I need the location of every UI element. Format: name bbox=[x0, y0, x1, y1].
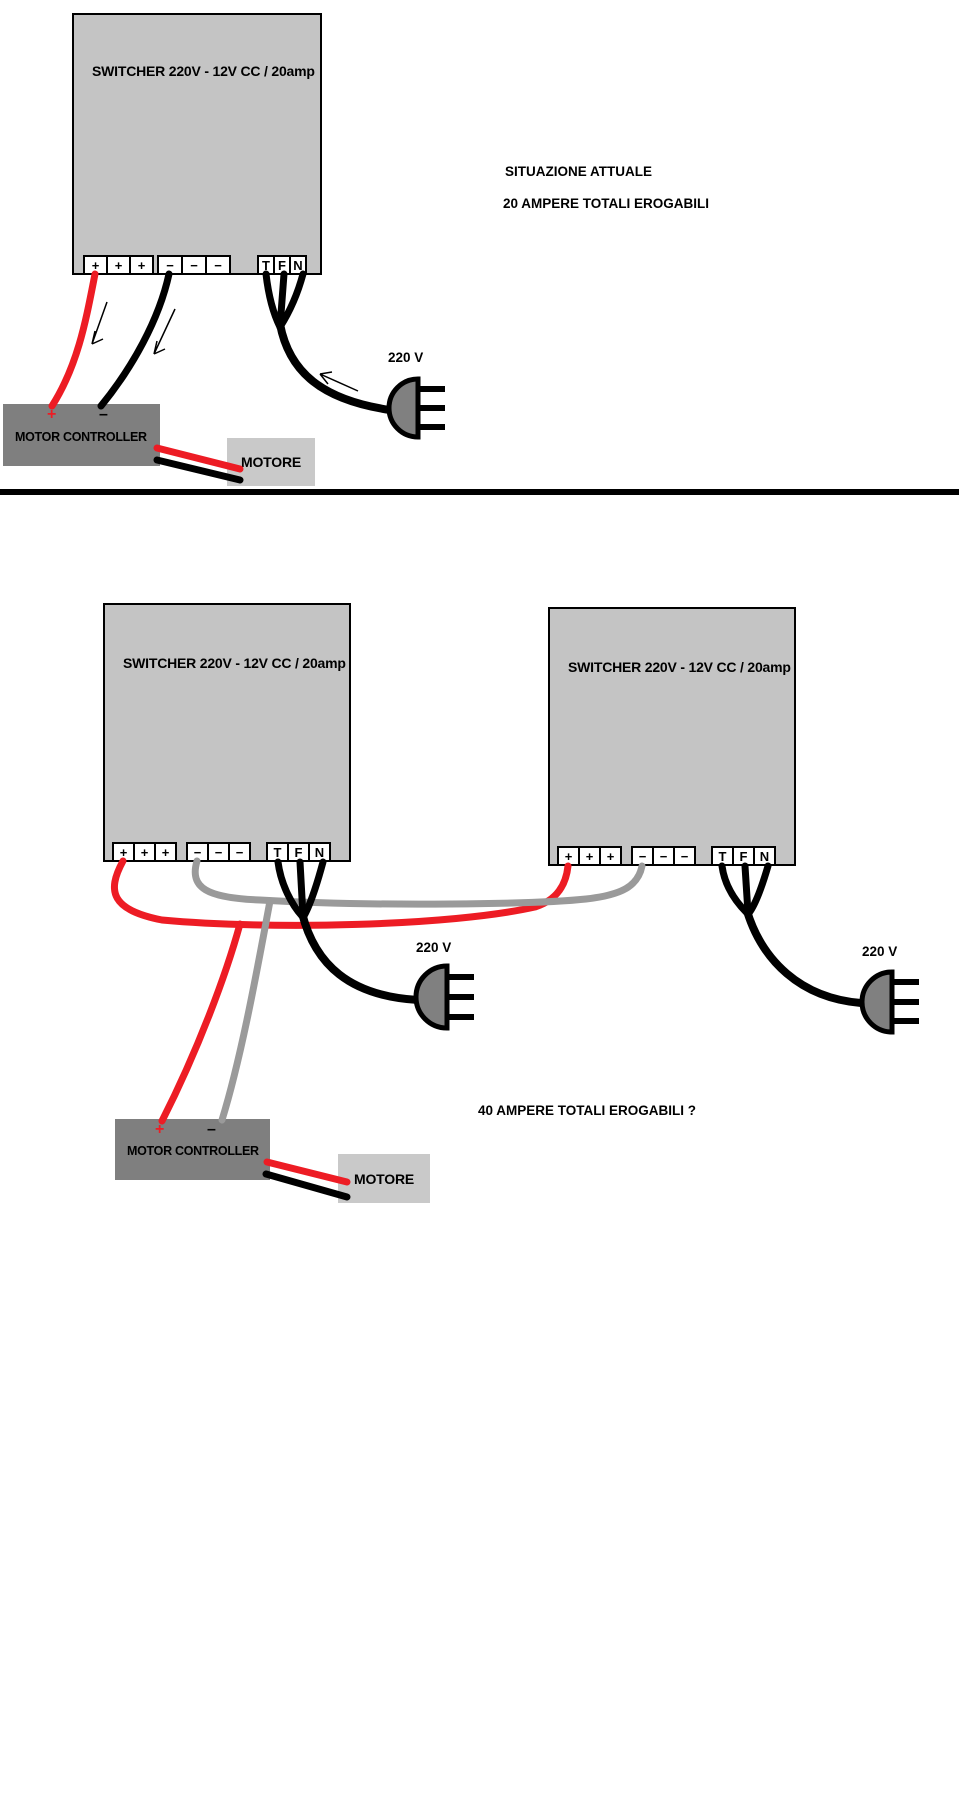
terminal-minus: − bbox=[652, 846, 675, 866]
positive-wire bbox=[48, 270, 99, 410]
mains-cable bbox=[276, 320, 394, 414]
power-plug-icon bbox=[859, 969, 919, 1035]
controller-plus-label: + bbox=[155, 1121, 165, 1138]
motor-positive-wire bbox=[263, 1158, 351, 1186]
mains-wire-F bbox=[276, 270, 288, 331]
terminal-T: T bbox=[266, 842, 289, 862]
arrow-up-left-icon bbox=[319, 371, 359, 392]
switcher-box-top: SWITCHER 220V - 12V CC / 20amp bbox=[72, 13, 322, 275]
controller-minus-label: – bbox=[99, 406, 108, 423]
negative-branch-wire bbox=[218, 897, 274, 1124]
terminal-plus: + bbox=[557, 846, 580, 866]
terminal-F: F bbox=[732, 846, 755, 866]
controller-minus-label: – bbox=[207, 1121, 216, 1138]
power-plug-icon bbox=[413, 963, 474, 1031]
motor-box-bottom: MOTORE bbox=[338, 1154, 430, 1203]
power-plug-icon bbox=[386, 376, 445, 440]
terminal-N: N bbox=[289, 255, 307, 275]
terminal-plus: + bbox=[599, 846, 622, 866]
terminal-plus: + bbox=[578, 846, 601, 866]
terminal-minus: − bbox=[228, 842, 251, 862]
switcher-title: SWITCHER 220V - 12V CC / 20amp bbox=[568, 659, 791, 675]
note-situazione-attuale: SITUAZIONE ATTUALE bbox=[505, 164, 652, 179]
positive-branch-wire bbox=[158, 920, 244, 1125]
terminal-minus: − bbox=[631, 846, 654, 866]
terminal-minus: − bbox=[186, 842, 209, 862]
section-divider bbox=[0, 489, 959, 495]
terminal-N: N bbox=[753, 846, 776, 866]
mains-terminals: T F N bbox=[266, 842, 331, 862]
terminal-minus: − bbox=[673, 846, 696, 866]
motor-negative-wire bbox=[262, 1170, 351, 1201]
motor-box-top: MOTORE bbox=[227, 438, 315, 486]
terminal-minus: − bbox=[181, 255, 207, 275]
terminal-plus: + bbox=[133, 842, 156, 862]
arrow-down-left-icon bbox=[153, 308, 176, 355]
mains-voltage-label: 220 V bbox=[416, 940, 452, 955]
mains-terminals: T F N bbox=[257, 255, 307, 275]
terminal-F: F bbox=[287, 842, 310, 862]
positive-bus-wire bbox=[111, 857, 572, 929]
terminal-plus: + bbox=[112, 842, 135, 862]
negative-wire bbox=[97, 270, 173, 410]
switcher-title: SWITCHER 220V - 12V CC / 20amp bbox=[92, 63, 315, 79]
mains-wire-F bbox=[296, 858, 307, 920]
motor-controller-label: MOTOR CONTROLLER bbox=[15, 430, 147, 444]
arrow-down-left-icon bbox=[91, 301, 108, 345]
note-20-ampere: 20 AMPERE TOTALI EROGABILI bbox=[503, 196, 710, 211]
mains-wire-N bbox=[276, 270, 307, 331]
mains-wire-T bbox=[718, 862, 751, 917]
motor-controller-box-bottom: + – MOTOR CONTROLLER bbox=[115, 1119, 270, 1180]
terminal-T: T bbox=[711, 846, 734, 866]
motor-controller-label: MOTOR CONTROLLER bbox=[127, 1144, 259, 1158]
mains-terminals: T F N bbox=[711, 846, 776, 866]
negative-terminals: − − − bbox=[631, 846, 696, 866]
mains-wire-T bbox=[262, 270, 284, 331]
controller-plus-label: + bbox=[47, 406, 57, 423]
mains-wire-N bbox=[745, 862, 772, 917]
terminal-N: N bbox=[308, 842, 331, 862]
negative-bus-wire bbox=[191, 857, 646, 908]
mains-cable bbox=[298, 909, 422, 1004]
motor-controller-box-top: + – MOTOR CONTROLLER bbox=[3, 404, 160, 466]
terminal-plus: + bbox=[83, 255, 108, 275]
mains-wire-T bbox=[274, 858, 306, 920]
terminal-minus: − bbox=[207, 842, 230, 862]
mains-voltage-label: 220 V bbox=[388, 350, 424, 365]
mains-cable bbox=[743, 907, 865, 1007]
terminal-minus: − bbox=[205, 255, 231, 275]
note-40-ampere: 40 AMPERE TOTALI EROGABILI ? bbox=[478, 1103, 697, 1118]
terminal-plus: + bbox=[106, 255, 131, 275]
mains-wire-N bbox=[300, 858, 327, 920]
switcher-title: SWITCHER 220V - 12V CC / 20amp bbox=[123, 655, 346, 671]
positive-terminals: + + + bbox=[557, 846, 622, 866]
terminal-minus: − bbox=[157, 255, 183, 275]
switcher-box-bottom-right: SWITCHER 220V - 12V CC / 20amp bbox=[548, 607, 796, 866]
negative-terminals: − − − bbox=[157, 255, 231, 275]
terminal-plus: + bbox=[129, 255, 154, 275]
terminal-plus: + bbox=[154, 842, 177, 862]
positive-terminals: + + + bbox=[83, 255, 154, 275]
switcher-box-bottom-left: SWITCHER 220V - 12V CC / 20amp bbox=[103, 603, 351, 862]
mains-wire-F bbox=[741, 862, 752, 917]
mains-voltage-label: 220 V bbox=[862, 944, 898, 959]
positive-terminals: + + + bbox=[112, 842, 177, 862]
negative-terminals: − − − bbox=[186, 842, 251, 862]
